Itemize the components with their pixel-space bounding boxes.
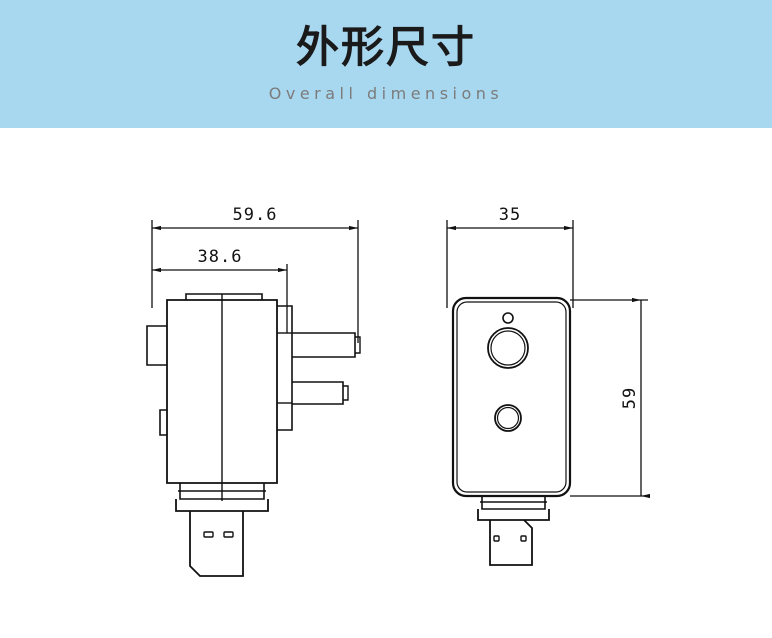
front-medium-circle: [494, 404, 522, 432]
front-bottom-flange: [477, 509, 550, 521]
page-subtitle: Overall dimensions: [268, 84, 504, 103]
side-pin-upper: [292, 332, 356, 358]
side-pin-lower: [292, 381, 344, 405]
dim-label-35: 35: [499, 205, 521, 225]
front-plug-slot-left: [493, 535, 500, 542]
dim-label-59-6: 59.6: [233, 205, 278, 225]
side-plug-slot-right: [223, 531, 234, 538]
side-pin-base-plate: [277, 305, 293, 431]
side-left-lug: [159, 409, 167, 436]
front-small-hole: [502, 312, 514, 324]
side-view-group: [146, 220, 361, 577]
side-body-outline: [166, 299, 278, 484]
header-banner: 外形尺寸 Overall dimensions: [0, 0, 772, 128]
side-view-extension-lines: [151, 220, 359, 343]
page-title: 外形尺寸: [296, 23, 476, 73]
front-medium-circle-inner: [496, 406, 520, 430]
front-large-circle-inner: [490, 330, 526, 366]
dim-label-59: 59: [620, 387, 640, 409]
front-large-circle: [487, 327, 529, 369]
front-view-group: [446, 220, 650, 566]
technical-drawing-area: 59.6 38.6 35 59: [0, 128, 772, 638]
side-left-tab: [146, 325, 167, 366]
side-body-top-cap: [185, 293, 263, 300]
front-body-outline: [451, 296, 572, 498]
front-view-extension-lines: [446, 220, 648, 497]
side-bottom-flange: [175, 499, 269, 512]
front-bottom-plug: [489, 519, 533, 566]
side-plug-slot-left: [203, 531, 214, 538]
dimension-drawing-svg: 59.6 38.6 35 59: [146, 205, 650, 577]
front-body-inner-outline: [456, 301, 567, 493]
side-pin-upper-tip: [355, 336, 361, 354]
dim-label-38-6: 38.6: [198, 247, 243, 267]
side-pin-lower-tip: [343, 385, 349, 401]
side-bottom-plug: [189, 511, 244, 577]
front-plug-slot-right: [520, 535, 527, 542]
